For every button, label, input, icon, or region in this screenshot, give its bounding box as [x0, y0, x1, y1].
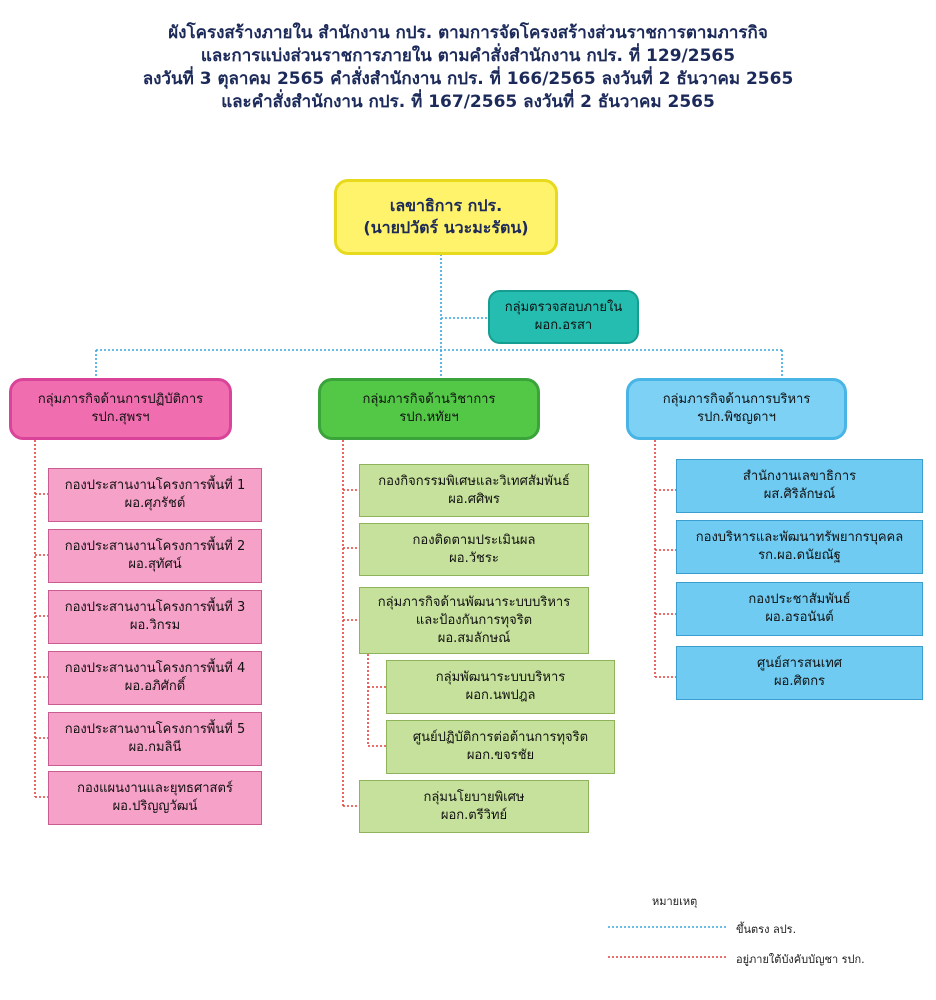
unit-person: ผอ.อภิศักดิ์ [124, 679, 186, 694]
title-line-4: และคำสั่งสำนักงาน กปร. ที่ 167/2565 ลงวั… [221, 92, 715, 112]
unit-name: กองประชาสัมพันธ์ [748, 592, 851, 607]
unit-box: กองกิจกรรมพิเศษและวิเทศสัมพันธ์ ผอ.ศศิพร [359, 464, 589, 517]
unit-box: ศูนย์ปฏิบัติการต่อต้านการทุจริต ผอก.ขจรช… [386, 720, 615, 774]
unit-box: กองแผนงานและยุทธศาสตร์ ผอ.ปริญญวัฒน์ [48, 771, 262, 825]
unit-person: ผอก.ขจรชัย [466, 748, 535, 763]
unit-person: ผอก.ตรีวิทย์ [440, 807, 508, 823]
unit-name: กลุ่มภารกิจด้านพัฒนาระบบบริหาร [377, 594, 571, 610]
unit-person: ผอ.สมลักษณ์ [437, 630, 511, 646]
unit-box: กองประสานงานโครงการพื้นที่ 1 ผอ.ศุภรัชต์ [48, 468, 262, 522]
unit-person: ผอก.นพปฎล [465, 688, 536, 703]
unit-box: กลุ่มภารกิจด้านพัฒนาระบบบริหาร และป้องกั… [359, 587, 589, 654]
group-person: รปก.สุพรฯ [91, 410, 150, 425]
unit-name: กองประสานงานโครงการพื้นที่ 3 [64, 600, 246, 615]
unit-person: ผอ.ศิตกร [773, 674, 826, 689]
unit-box: กองประสานงานโครงการพื้นที่ 5 ผอ.กมลินี [48, 712, 262, 766]
group-person: รปก.หทัยฯ [399, 410, 459, 425]
unit-name: กลุ่มพัฒนาระบบบริหาร [435, 670, 566, 685]
unit-person: ผส.ศิริลักษณ์ [763, 487, 836, 502]
unit-person: ผอ.ศศิพร [448, 491, 500, 507]
unit-box: กองประสานงานโครงการพื้นที่ 2 ผอ.สุทัศน์ [48, 529, 262, 583]
unit-person: ผอ.กมลินี [128, 740, 182, 755]
group-unit: กลุ่มภารกิจด้านการบริหาร [662, 392, 811, 407]
unit-person: ผอ.ศุภรัชต์ [124, 496, 186, 511]
unit-person: ผอ.อรอนันต์ [765, 610, 834, 625]
legend-under-label: อยู่ภายใต้บังคับบัญชา รปก. [736, 953, 865, 966]
audit-unit: กลุ่มตรวจสอบภายใน [504, 300, 623, 315]
head-name: (นายปวัตร์ นวะมะรัตน) [363, 218, 529, 237]
unit-name: กองกิจกรรมพิเศษและวิเทศสัมพันธ์ [378, 473, 570, 489]
head-position: เลขาธิการ กปร. [389, 196, 503, 215]
group-operations-box: กลุ่มภารกิจด้านการปฏิบัติการ รปก.สุพรฯ [9, 378, 232, 440]
unit-name: กลุ่มนโยบายพิเศษ [423, 789, 525, 805]
unit-name: กองติดตามประเมินผล [412, 532, 536, 548]
unit-box: กองติดตามประเมินผล ผอ.วัชระ [359, 523, 589, 576]
legend-direct-label: ขึ้นตรง ลปร. [736, 923, 797, 936]
unit-person: ผอ.วัชระ [449, 550, 499, 566]
legend-title: หมายเหตุ [652, 895, 698, 908]
unit-name: กองประสานงานโครงการพื้นที่ 5 [64, 722, 246, 737]
secretary-general-box: เลขาธิการ กปร. (นายปวัตร์ นวะมะรัตน) [334, 179, 558, 255]
title-line-3: ลงวันที่ 3 ตุลาคม 2565 คำสั่งสำนักงาน กป… [142, 69, 794, 89]
group-academic-box: กลุ่มภารกิจด้านวิชาการ รปก.หทัยฯ [318, 378, 540, 440]
unit-name-line-2: และป้องกันการทุจริต [415, 612, 533, 628]
unit-box: กองประสานงานโครงการพื้นที่ 3 ผอ.วิกรม [48, 590, 262, 644]
unit-name: สำนักงานเลขาธิการ [742, 469, 857, 484]
title-line-2: และการแบ่งส่วนราชการภายใน ตามคำสั่งสำนัก… [200, 46, 736, 66]
unit-person: ผอ.ปริญญวัฒน์ [112, 799, 198, 814]
unit-person: ผอ.วิกรม [129, 618, 181, 633]
internal-audit-box: กลุ่มตรวจสอบภายใน ผอก.อรสา [488, 290, 639, 344]
group-person: รปก.พิชญดาฯ [697, 410, 776, 425]
title-line-1: ผังโครงสร้างภายใน สำนักงาน กปร. ตามการจั… [168, 23, 768, 43]
unit-box: สำนักงานเลขาธิการ ผส.ศิริลักษณ์ [676, 459, 923, 513]
unit-name: ศูนย์ปฏิบัติการต่อต้านการทุจริต [412, 730, 589, 745]
group-unit: กลุ่มภารกิจด้านวิชาการ [362, 392, 496, 407]
page-title: ผังโครงสร้างภายใน สำนักงาน กปร. ตามการจั… [0, 22, 936, 114]
unit-name: กองบริหารและพัฒนาทรัพยากรบุคคล [695, 530, 904, 545]
unit-box: กองบริหารและพัฒนาทรัพยากรบุคคล รก.ผอ.ดนั… [676, 520, 923, 574]
unit-box: กลุ่มพัฒนาระบบบริหาร ผอก.นพปฎล [386, 660, 615, 714]
unit-box: กองประชาสัมพันธ์ ผอ.อรอนันต์ [676, 582, 923, 636]
unit-name: กองแผนงานและยุทธศาสตร์ [77, 781, 233, 796]
unit-box: ศูนย์สารสนเทศ ผอ.ศิตกร [676, 646, 923, 700]
unit-person: ผอ.สุทัศน์ [128, 557, 182, 572]
audit-person: ผอก.อรสา [534, 318, 593, 333]
unit-name: กองประสานงานโครงการพื้นที่ 2 [64, 539, 246, 554]
unit-name: ศูนย์สารสนเทศ [756, 656, 843, 671]
unit-name: กองประสานงานโครงการพื้นที่ 4 [64, 661, 246, 676]
unit-box: กลุ่มนโยบายพิเศษ ผอก.ตรีวิทย์ [359, 780, 589, 833]
unit-box: กองประสานงานโครงการพื้นที่ 4 ผอ.อภิศักดิ… [48, 651, 262, 705]
unit-name: กองประสานงานโครงการพื้นที่ 1 [64, 478, 246, 493]
group-administration-box: กลุ่มภารกิจด้านการบริหาร รปก.พิชญดาฯ [626, 378, 847, 440]
unit-person: รก.ผอ.ดนัยณัฐ [758, 548, 841, 563]
group-unit: กลุ่มภารกิจด้านการปฏิบัติการ [37, 392, 204, 407]
